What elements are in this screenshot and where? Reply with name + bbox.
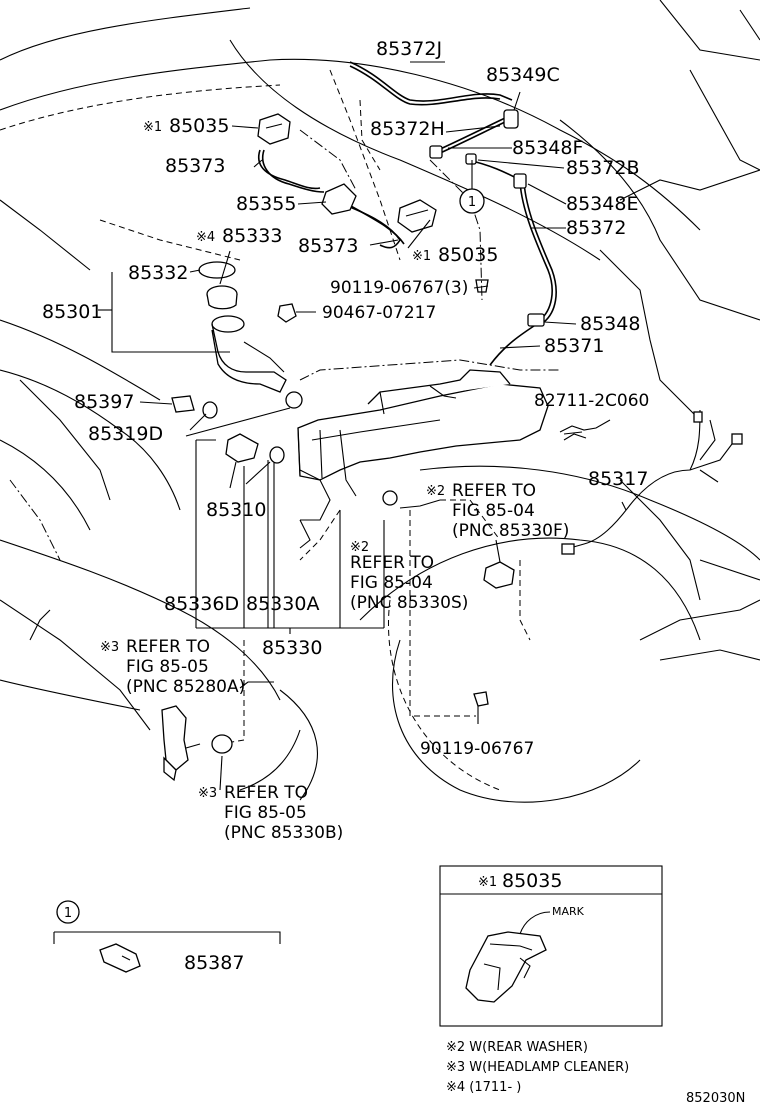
inset-callout-1: 1 85387 [53,900,281,974]
label-85372: 85372 [566,217,626,239]
refer-pnc: (PNC 85280A) [126,677,245,697]
label-85310: 85310 [206,499,266,521]
footnote-2: ※2 W(REAR WASHER) [446,1040,588,1055]
callout-circle-top: 1 [459,160,485,214]
nozzle-85035-right [397,199,437,233]
label-85035-mid: 85035 [438,244,498,266]
refer-fig: FIG 85-05 [224,803,307,823]
joint-85348F [429,145,477,165]
assembly-bracket [98,272,385,634]
grommet-85319D [202,391,303,419]
mark-3-b: ※3 [198,786,217,801]
bracket-82711 [559,419,611,441]
mark-label: MARK [552,905,585,918]
detail-box-mark: ※1 [478,875,497,890]
mark-1: ※1 [143,120,162,135]
refer-fig: FIG 85-04 [452,501,535,521]
label-85371: 85371 [544,335,604,357]
label-90119-06767: 90119-06767 [420,739,534,759]
refer-fig: FIG 85-05 [126,657,209,677]
pump-85310 [225,433,285,464]
label-85349C: 85349C [486,64,560,86]
label-85397: 85397 [74,391,134,413]
bolt-90119-06767 [473,691,489,707]
level-sensor-85397 [171,395,195,413]
detail-box-85035: ※1 85035 MARK [439,865,663,1027]
leader-lines [127,61,627,963]
refer-pnc: (PNC 85330F) [452,521,569,541]
joint-85348 [527,313,545,327]
label-85372H: 85372H [370,118,445,140]
callout-number: 1 [468,195,476,210]
footnote-4: ※4 (1711- ) [446,1080,521,1095]
label-85035-top: 85035 [169,115,229,137]
label-90467-07217: 90467-07217 [322,303,436,323]
refer-pnc: (PNC 85330B) [224,823,343,843]
refer-line: REFER TO [224,783,308,803]
headlamp-pump-85280A [161,705,201,782]
figure-code: 852030N [686,1091,745,1106]
label-85317: 85317 [588,468,648,490]
mark-2-f: ※2 [426,484,445,499]
pump-85330F [483,561,515,589]
label-82711-2C060: 82711-2C060 [534,391,649,411]
label-90119-06767-3: 90119-06767(3) [330,278,468,298]
refer-pnc: (PNC 85330S) [350,593,468,613]
mark-1-mid: ※1 [412,249,431,264]
label-85319D: 85319D [88,423,163,445]
inset-callout-number: 1 [64,906,72,921]
refer-line: REFER TO [452,481,536,501]
joint-85355 [321,183,357,215]
part-labels: 85372J 85349C ※1 85035 85372H 85348F 853… [42,38,649,759]
clip-90467 [277,303,297,323]
refer-note-85330F: ※2 REFER TO FIG 85-04 (PNC 85330F) [426,481,569,541]
label-85333: 85333 [222,225,282,247]
refer-line: REFER TO [350,553,434,573]
tank-cap-85333 [206,285,238,310]
joint-85348E [513,173,527,189]
label-85301: 85301 [42,301,102,323]
vehicle-outline [0,0,760,803]
nozzle-85035-left [257,113,291,145]
label-85355: 85355 [236,193,296,215]
grommet-85330F [382,490,398,506]
label-85373-top: 85373 [165,155,225,177]
label-85330: 85330 [262,637,322,659]
refer-note-85330B: ※3 REFER TO FIG 85-05 (PNC 85330B) [198,783,343,843]
refer-fig: FIG 85-04 [350,573,433,593]
washer-tank-85310 [297,369,549,549]
check-valve-85349C [503,109,519,129]
label-85372B: 85372B [566,157,639,179]
refer-line: REFER TO [126,637,210,657]
reference-connectors [9,99,560,743]
wire-harness-85317 [561,409,743,555]
label-85330A: 85330A [246,593,319,615]
mark-4: ※4 [196,230,215,245]
label-85336D: 85336D [164,593,239,615]
footnotes: ※2 W(REAR WASHER) ※3 W(HEADLAMP CLEANER)… [446,1040,745,1106]
mark-3-a: ※3 [100,640,119,655]
label-85348E: 85348E [566,193,638,215]
label-85387: 85387 [184,952,244,974]
cap-85332 [198,261,236,279]
label-85348F: 85348F [512,137,583,159]
mark-2-s: ※2 [350,540,369,555]
label-85332: 85332 [128,262,188,284]
label-85373-mid: 85373 [298,235,358,257]
detail-box-label: 85035 [502,870,562,892]
label-85372J: 85372J [376,38,442,60]
refer-note-85330S: ※2 REFER TO FIG 85-04 (PNC 85330S) [350,540,468,613]
inlet-85301 [211,315,287,393]
refer-note-85280A: ※3 REFER TO FIG 85-05 (PNC 85280A) [100,637,245,697]
grommet-85330B [211,734,233,754]
footnote-3: ※3 W(HEADLAMP CLEANER) [446,1060,629,1075]
label-85348: 85348 [580,313,640,335]
